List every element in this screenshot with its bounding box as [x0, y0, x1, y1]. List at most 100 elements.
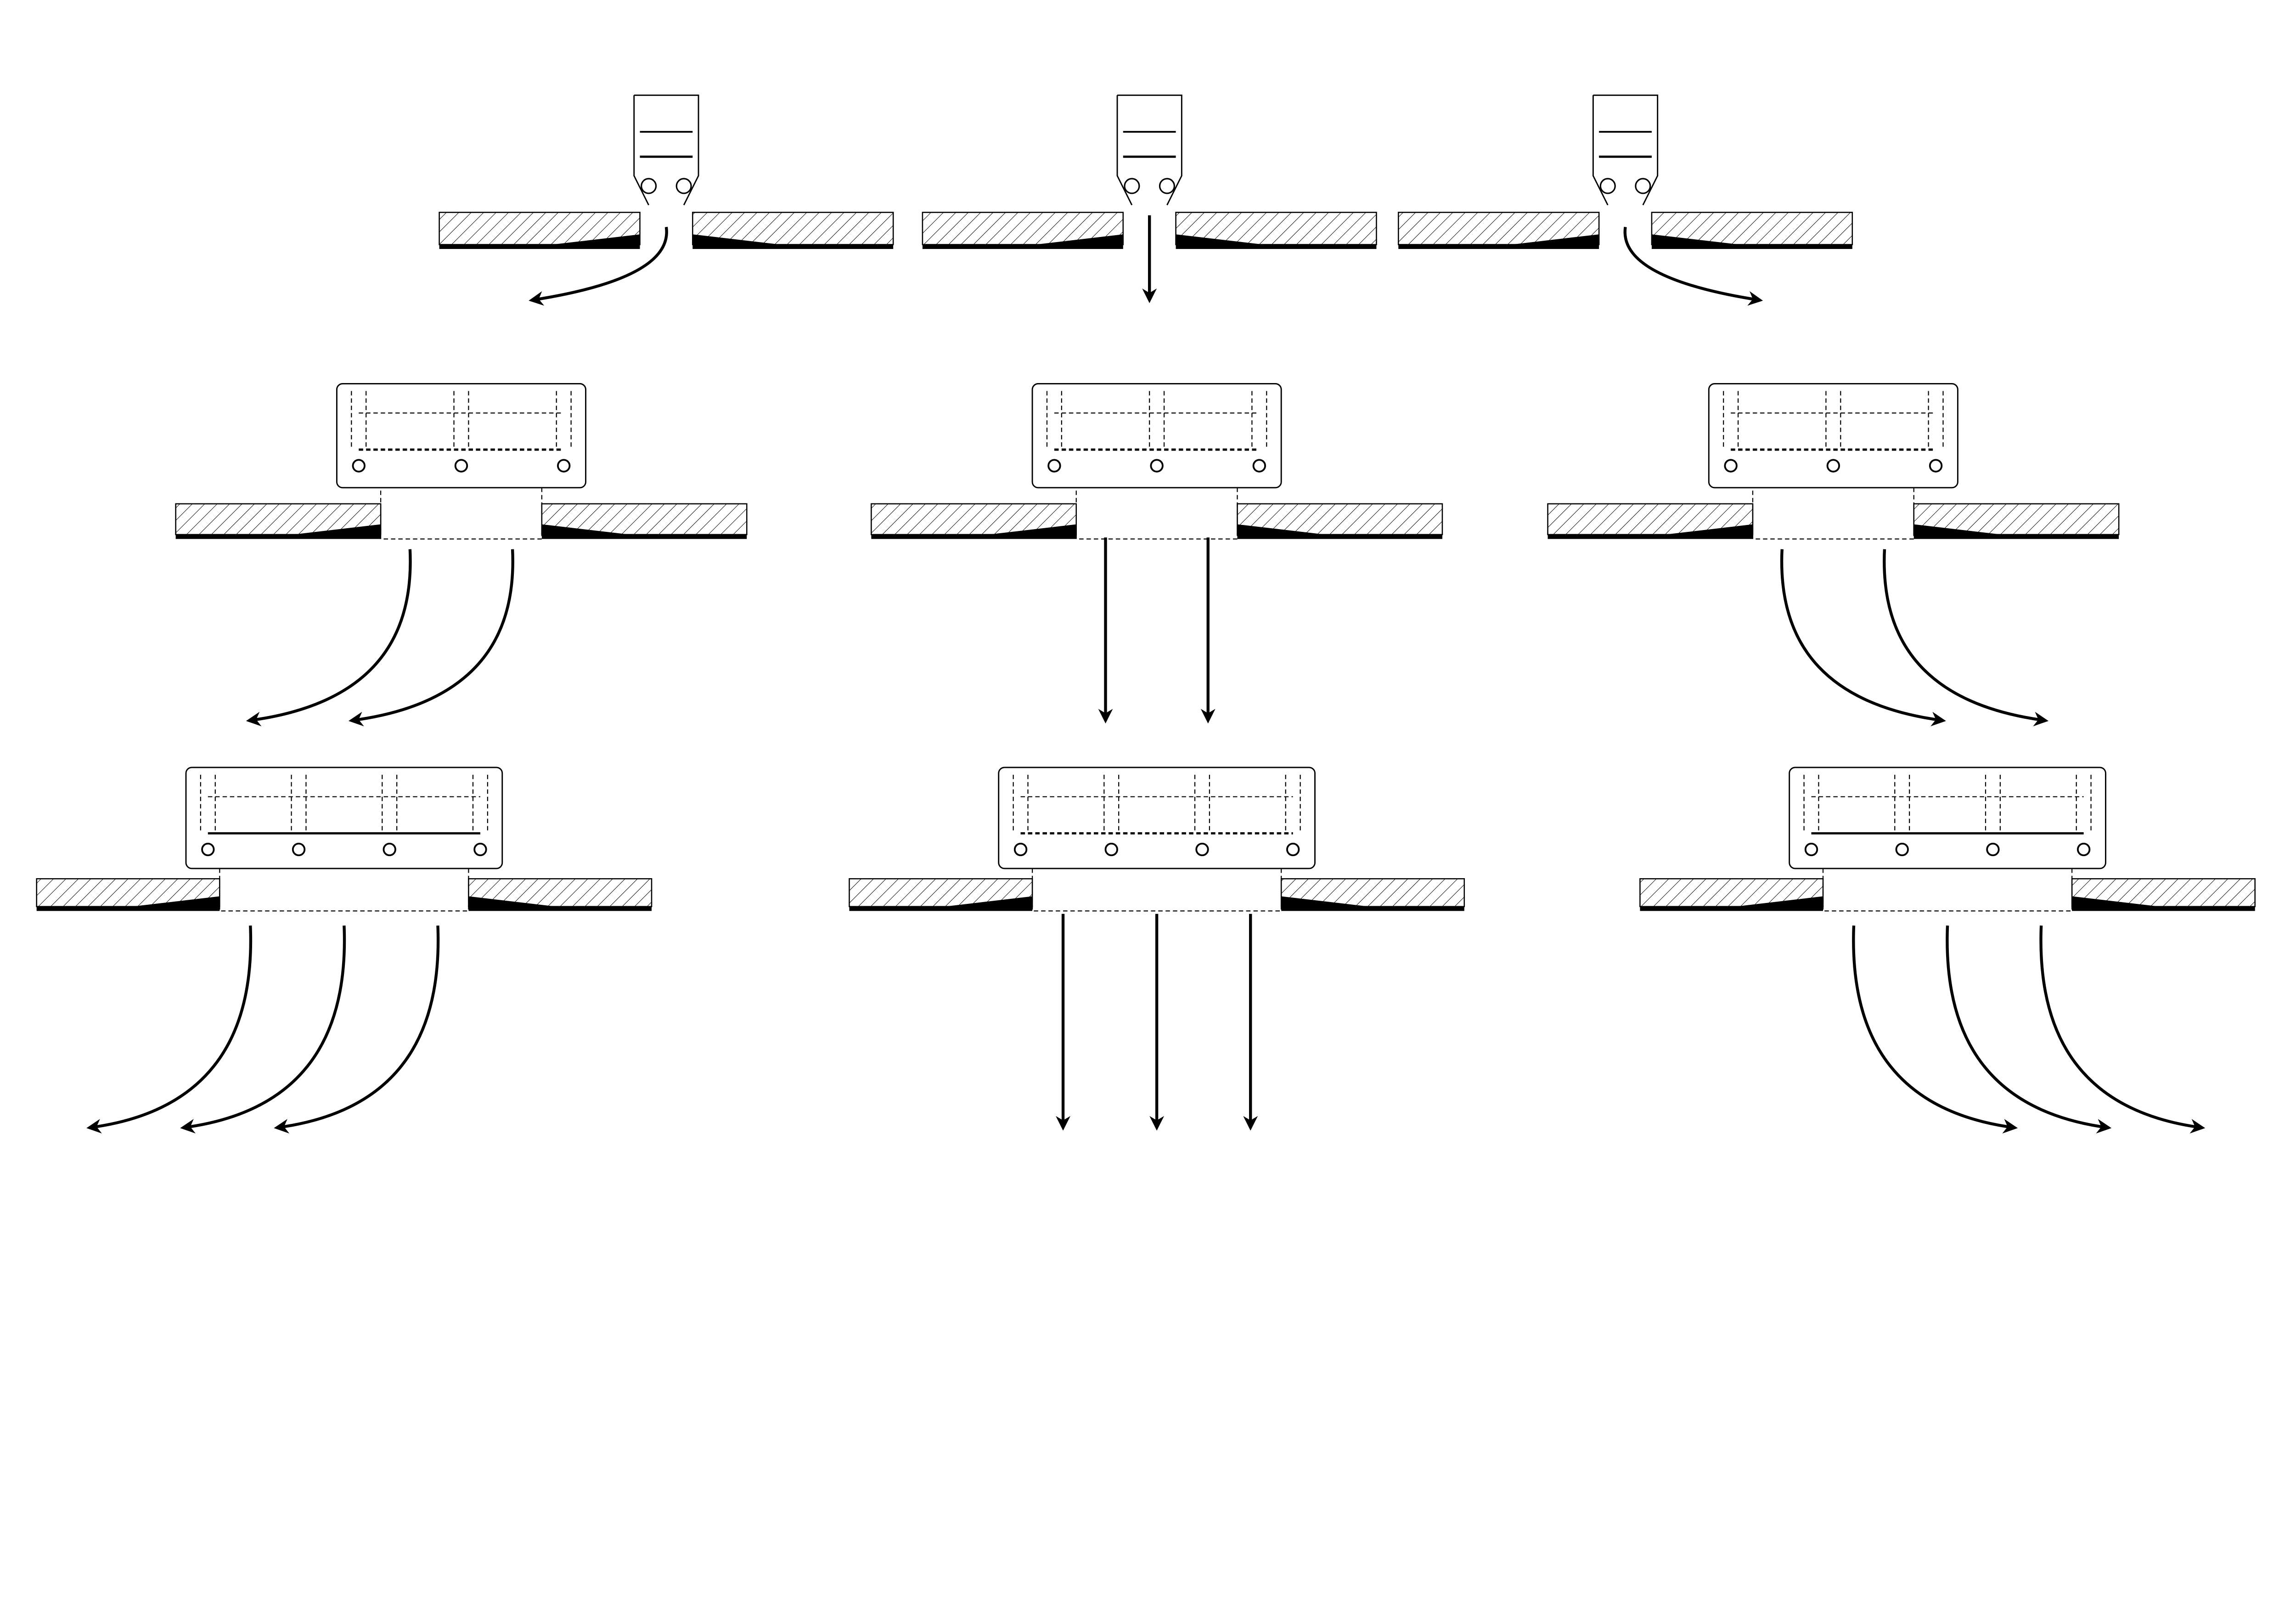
- profile-web: [1723, 391, 1739, 450]
- profile-web: [2076, 774, 2092, 834]
- profile-web: [1928, 391, 1944, 450]
- airflow-arrow-left: [86, 925, 253, 1134]
- deflector-pivot: [1013, 842, 1028, 857]
- deflector-pivot: [383, 842, 396, 857]
- panel-bevel: [293, 524, 381, 535]
- diffuser-2-slot-left: [175, 383, 748, 727]
- panel-bevel: [1511, 234, 1599, 245]
- airflow-arrow-right: [1883, 549, 2049, 727]
- panel-bevel: [541, 524, 630, 535]
- panel-bevel: [1913, 524, 2002, 535]
- panel-face: [692, 244, 894, 249]
- panel-bevel: [1651, 234, 1740, 245]
- deflector-pivot: [557, 459, 571, 473]
- profile-web: [1285, 774, 1301, 834]
- deflector-pivot: [1286, 842, 1300, 857]
- ceiling-panel-right: [692, 212, 894, 249]
- plenum-profile: [633, 94, 699, 206]
- diffuser-1-slot-down: [922, 94, 1377, 304]
- diffuser-3-slot-left: [36, 767, 653, 1134]
- panel-face: [468, 906, 652, 911]
- panel-bevel: [1735, 896, 1823, 907]
- profile-web: [1013, 774, 1029, 834]
- panel-bevel: [988, 524, 1076, 535]
- ceiling-panel-right: [1651, 212, 1853, 249]
- ceiling-panel-left: [36, 878, 220, 911]
- profile-web: [200, 774, 216, 834]
- ceiling-panel-right: [1913, 503, 2120, 539]
- panel-face: [175, 534, 381, 539]
- ceiling-panel-left: [439, 212, 641, 249]
- panel-bevel: [1237, 524, 1325, 535]
- panel-hatch: [922, 212, 1124, 245]
- airflow-arrow-left: [529, 226, 668, 306]
- panel-face: [922, 244, 1123, 249]
- panel-face: [871, 534, 1076, 539]
- panel-face: [849, 906, 1033, 911]
- diffuser-3-slot-down: [849, 767, 1465, 1131]
- profile-web: [1194, 774, 1210, 834]
- airflow-arrow-left: [348, 549, 514, 727]
- slot-throat: [1075, 487, 1238, 540]
- panel-bevel: [1281, 896, 1369, 907]
- panel-face: [1913, 534, 2119, 539]
- ceiling-panel-left: [175, 503, 382, 539]
- diagram-cells: [36, 94, 2256, 1134]
- panel-face: [2072, 906, 2255, 911]
- diffuser-3-slot-right: [1639, 767, 2256, 1134]
- profile-web: [453, 391, 469, 450]
- airflow-arrow-right: [1946, 925, 2112, 1134]
- profile-web: [1985, 774, 2001, 834]
- deflector-pivot: [352, 459, 366, 473]
- profile-web: [556, 391, 572, 450]
- panel-face: [1237, 534, 1442, 539]
- panel-bevel: [1665, 524, 1753, 535]
- deflector-pivot: [1635, 178, 1651, 194]
- plenum-box: [1789, 767, 2106, 869]
- deflector-pivot: [2077, 842, 2091, 857]
- ceiling-panel-left: [1547, 503, 1754, 539]
- ceiling-panel-left: [1398, 212, 1600, 249]
- slot-throat: [380, 487, 542, 540]
- panel-bevel: [1035, 234, 1123, 245]
- panel-face: [1548, 534, 1753, 539]
- diffuser-2-slot-down: [871, 383, 1443, 724]
- deflector-pivot: [1104, 842, 1118, 857]
- slot-throat: [1752, 487, 1914, 540]
- profile-web: [1251, 391, 1267, 450]
- linear-diffuser-airflow-diagram: [36, 94, 2256, 1134]
- diffuser-1-slot-right: [1398, 94, 1853, 306]
- deflector-pivot: [1124, 178, 1140, 194]
- panel-face: [1281, 906, 1464, 911]
- profile-web: [291, 774, 307, 834]
- ceiling-panel-left: [922, 212, 1124, 249]
- deflector-pivot: [1826, 459, 1840, 473]
- deflector-pivot: [454, 459, 468, 473]
- panel-face: [541, 534, 747, 539]
- airflow-arrow-left: [274, 925, 440, 1134]
- deflector-pivot: [675, 178, 692, 194]
- plenum-box: [998, 767, 1316, 869]
- deflector-pivot: [473, 842, 487, 857]
- airflow-arrow-right: [1623, 226, 1763, 306]
- profile-web: [1803, 774, 1819, 834]
- ceiling-panel-right: [468, 878, 653, 911]
- panel-hatch: [1547, 503, 1754, 536]
- ceiling-panel-left: [1639, 878, 1824, 911]
- deflector-pivot: [1195, 842, 1209, 857]
- deflector-pivot: [1252, 459, 1266, 473]
- deflector-pivot: [1895, 842, 1909, 857]
- profile-web: [351, 391, 367, 450]
- panel-hatch: [1651, 212, 1853, 245]
- diffuser-2-slot-right: [1547, 383, 2120, 727]
- profile-web: [1046, 391, 1062, 450]
- airflow-arrow-right: [2039, 925, 2206, 1134]
- panel-face: [36, 906, 220, 911]
- deflector-pivot: [1159, 178, 1175, 194]
- profile-web: [1894, 774, 1910, 834]
- airflow-arrow-left: [246, 549, 412, 727]
- slot-throat: [1822, 868, 2073, 912]
- plenum-box: [185, 767, 503, 869]
- ceiling-panel-left: [871, 503, 1077, 539]
- deflector-pivot: [1804, 842, 1818, 857]
